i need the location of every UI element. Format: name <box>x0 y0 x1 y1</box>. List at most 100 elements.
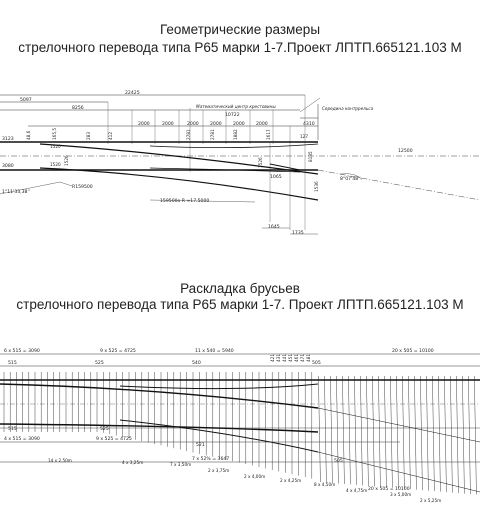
layout-top-group-3: 11 x 540 = 5940 <box>195 348 234 354</box>
svg-text:7 x 3,50m: 7 x 3,50m <box>170 462 191 467</box>
svg-text:14 x 2,50m: 14 x 2,50m <box>48 458 72 463</box>
layout-top-group-2: 9 x 525 = 4725 <box>100 348 136 354</box>
tie-64 <box>408 375 411 490</box>
svg-text:3 x 5,00m: 3 x 5,00m <box>390 492 411 497</box>
svg-text:8135: 8135 <box>308 151 313 162</box>
math-center-label: Математический центр крестовины <box>196 104 276 109</box>
geometry-left-dim-2: 3080 <box>2 163 14 169</box>
tie-73 <box>462 375 465 494</box>
tie-66 <box>420 375 423 491</box>
svg-text:8 x 4,50m: 8 x 4,50m <box>314 482 335 487</box>
svg-text:127: 127 <box>300 134 308 139</box>
geometry-vertical-dims: 1526 1526 8135 1536 <box>64 151 319 192</box>
geometry-spans: 2000 2000 2000 2000 2000 2000 <box>138 121 268 127</box>
svg-text:4 x 3,25m: 4 x 3,25m <box>122 460 143 465</box>
tie-69 <box>438 375 441 492</box>
geometry-dim-4: 4310 <box>303 121 315 127</box>
radius-lead: 159500o R ≈17.5000 <box>160 198 209 204</box>
layout-top-group-4: 20 x 505 = 10100 <box>392 348 434 354</box>
svg-text:165,5: 165,5 <box>52 128 57 140</box>
tie-72 <box>456 375 459 494</box>
tie-60 <box>384 375 387 488</box>
tie-62 <box>396 375 399 489</box>
svg-text:2781: 2781 <box>186 129 191 140</box>
tie-56 <box>360 375 363 486</box>
tie-71 <box>450 375 453 493</box>
bottom-dim-1: 1645 <box>268 224 280 230</box>
tie-53 <box>342 375 345 485</box>
tie-50 <box>324 375 327 483</box>
svg-text:283: 283 <box>86 132 91 140</box>
layout-top-small-3: 540 <box>192 360 201 366</box>
layout-top-offsets: 421 431 441 451 461 471 481 <box>270 354 311 362</box>
svg-text:2000: 2000 <box>256 121 268 127</box>
layout-top-small-2: 525 <box>95 360 104 366</box>
svg-text:2 x 4,25m: 2 x 4,25m <box>280 478 301 483</box>
svg-text:48,6: 48,6 <box>26 130 31 140</box>
right-dim-1: 1065 <box>270 174 282 180</box>
svg-text:2000: 2000 <box>187 121 199 127</box>
tie-75 <box>474 375 477 495</box>
layout-top-small-4: 505 <box>312 360 321 366</box>
layout-bottom-small-2: 525 <box>100 426 109 432</box>
geometry-overall-dim: 22425 <box>125 90 140 96</box>
layout-top-group-1: 6 x 515 = 3090 <box>4 348 40 354</box>
tie-67 <box>426 375 429 491</box>
layout-rails <box>0 379 480 493</box>
layout-diagram: 6 x 515 = 3090 9 x 525 = 4725 11 x 540 =… <box>0 348 480 503</box>
svg-text:2000: 2000 <box>162 121 174 127</box>
tie-70 <box>444 375 447 493</box>
geometry-small-dims: 48,6 165,5 283 412 2781 2781 1882 1617 1… <box>26 128 308 140</box>
svg-text:471: 471 <box>300 354 305 362</box>
tie-54 <box>348 375 351 485</box>
svg-text:1536: 1536 <box>314 181 319 192</box>
tie-57 <box>366 375 369 486</box>
layout-bottom-group-2: 9 x 525 = 4725 <box>96 436 132 442</box>
angle-right: 8°07'48'' <box>340 176 361 182</box>
svg-text:451: 451 <box>288 354 293 362</box>
layout-title-line2: стрелочного перевода типа Р65 марки 1-7.… <box>16 297 464 312</box>
radius-bottom: R159500 <box>72 184 93 190</box>
svg-text:1882: 1882 <box>233 129 238 140</box>
svg-text:431: 431 <box>276 354 281 362</box>
bottom-dim-2: 1735 <box>292 230 304 236</box>
geometry-dim-2: 8256 <box>72 105 84 111</box>
ties-group <box>3 372 477 495</box>
svg-text:2000: 2000 <box>233 121 245 127</box>
svg-text:421: 421 <box>270 354 275 362</box>
geometry-title-line2: стрелочного перевода типа Р65 марки 1-7.… <box>18 40 462 55</box>
angle-left: 1°11'33,38'' <box>2 189 30 195</box>
gauge-1: 1520 <box>50 144 61 149</box>
tie-55 <box>354 375 357 485</box>
layout-bottom-group-3: 7 x 52% = 3647 <box>192 456 229 462</box>
svg-text:2000: 2000 <box>210 121 222 127</box>
geometry-dim-1: 5097 <box>20 97 32 103</box>
tie-68 <box>432 375 435 492</box>
svg-text:2 x 4,00m: 2 x 4,00m <box>244 474 265 479</box>
svg-text:4 x 4,75m: 4 x 4,75m <box>346 488 367 493</box>
svg-text:2000: 2000 <box>138 121 150 127</box>
right-dim-2: 12500 <box>398 148 413 154</box>
svg-text:441: 441 <box>282 354 287 362</box>
tie-58 <box>372 375 375 487</box>
tie-52 <box>336 375 339 484</box>
geometry-title-line1: Геометрические размеры <box>159 22 321 37</box>
layout-top-small-1: 515 <box>8 360 17 366</box>
gauge-2: 1520 <box>50 162 61 167</box>
tie-49 <box>318 375 321 483</box>
layout-bottom-group-1: 4 x 515 = 3090 <box>4 436 40 442</box>
layout-bottom-small-3: 521 <box>196 442 205 448</box>
geometry-left-dim-1: 3123 <box>2 136 14 142</box>
frog-middle-label: Середина контррельса <box>322 106 374 111</box>
svg-text:461: 461 <box>294 354 299 362</box>
svg-text:481: 481 <box>306 354 311 362</box>
layout-bottom-lengths: 14 x 2,50m 4 x 3,25m 7 x 3,50m 2 x 3,75m… <box>48 458 441 503</box>
tie-63 <box>402 375 405 489</box>
svg-text:1617: 1617 <box>266 129 271 140</box>
layout-title-line1: Раскладка брусьев <box>180 281 300 296</box>
geometry-diagram: 22425 5097 8256 10722 4310 Математически… <box>0 90 480 236</box>
layout-bottom-small-4: 505 <box>334 458 343 464</box>
svg-text:1526: 1526 <box>258 157 263 168</box>
tie-74 <box>468 375 471 495</box>
tie-59 <box>378 375 381 487</box>
